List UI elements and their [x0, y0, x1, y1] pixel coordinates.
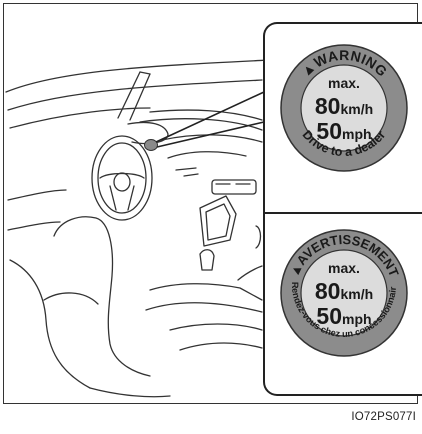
speed-mph-value: 50 [316, 118, 342, 144]
speed-kmh-unit: km/h [340, 101, 373, 117]
panel-divider [265, 212, 422, 214]
indicator-location-dot [145, 140, 158, 151]
speed-kmh-value: 80 [315, 278, 341, 304]
warning-label-french: ▲AVERTISSEMENT Rendez-vous chez un conce… [278, 227, 410, 359]
speed-mph-unit: mph [342, 311, 372, 327]
speed-kmh-unit: km/h [340, 286, 373, 302]
speed-kmh-value: 80 [315, 93, 341, 119]
speed-mph-value: 50 [316, 303, 342, 329]
figure-code: IO72PS077I [351, 411, 416, 423]
speed-mph-unit: mph [342, 126, 372, 142]
label-max-text: max. [328, 75, 360, 91]
label-max-text: max. [328, 260, 360, 276]
warning-label-english: ▲WARNING Drive to a dealer max. 80km/h 5… [278, 42, 410, 174]
